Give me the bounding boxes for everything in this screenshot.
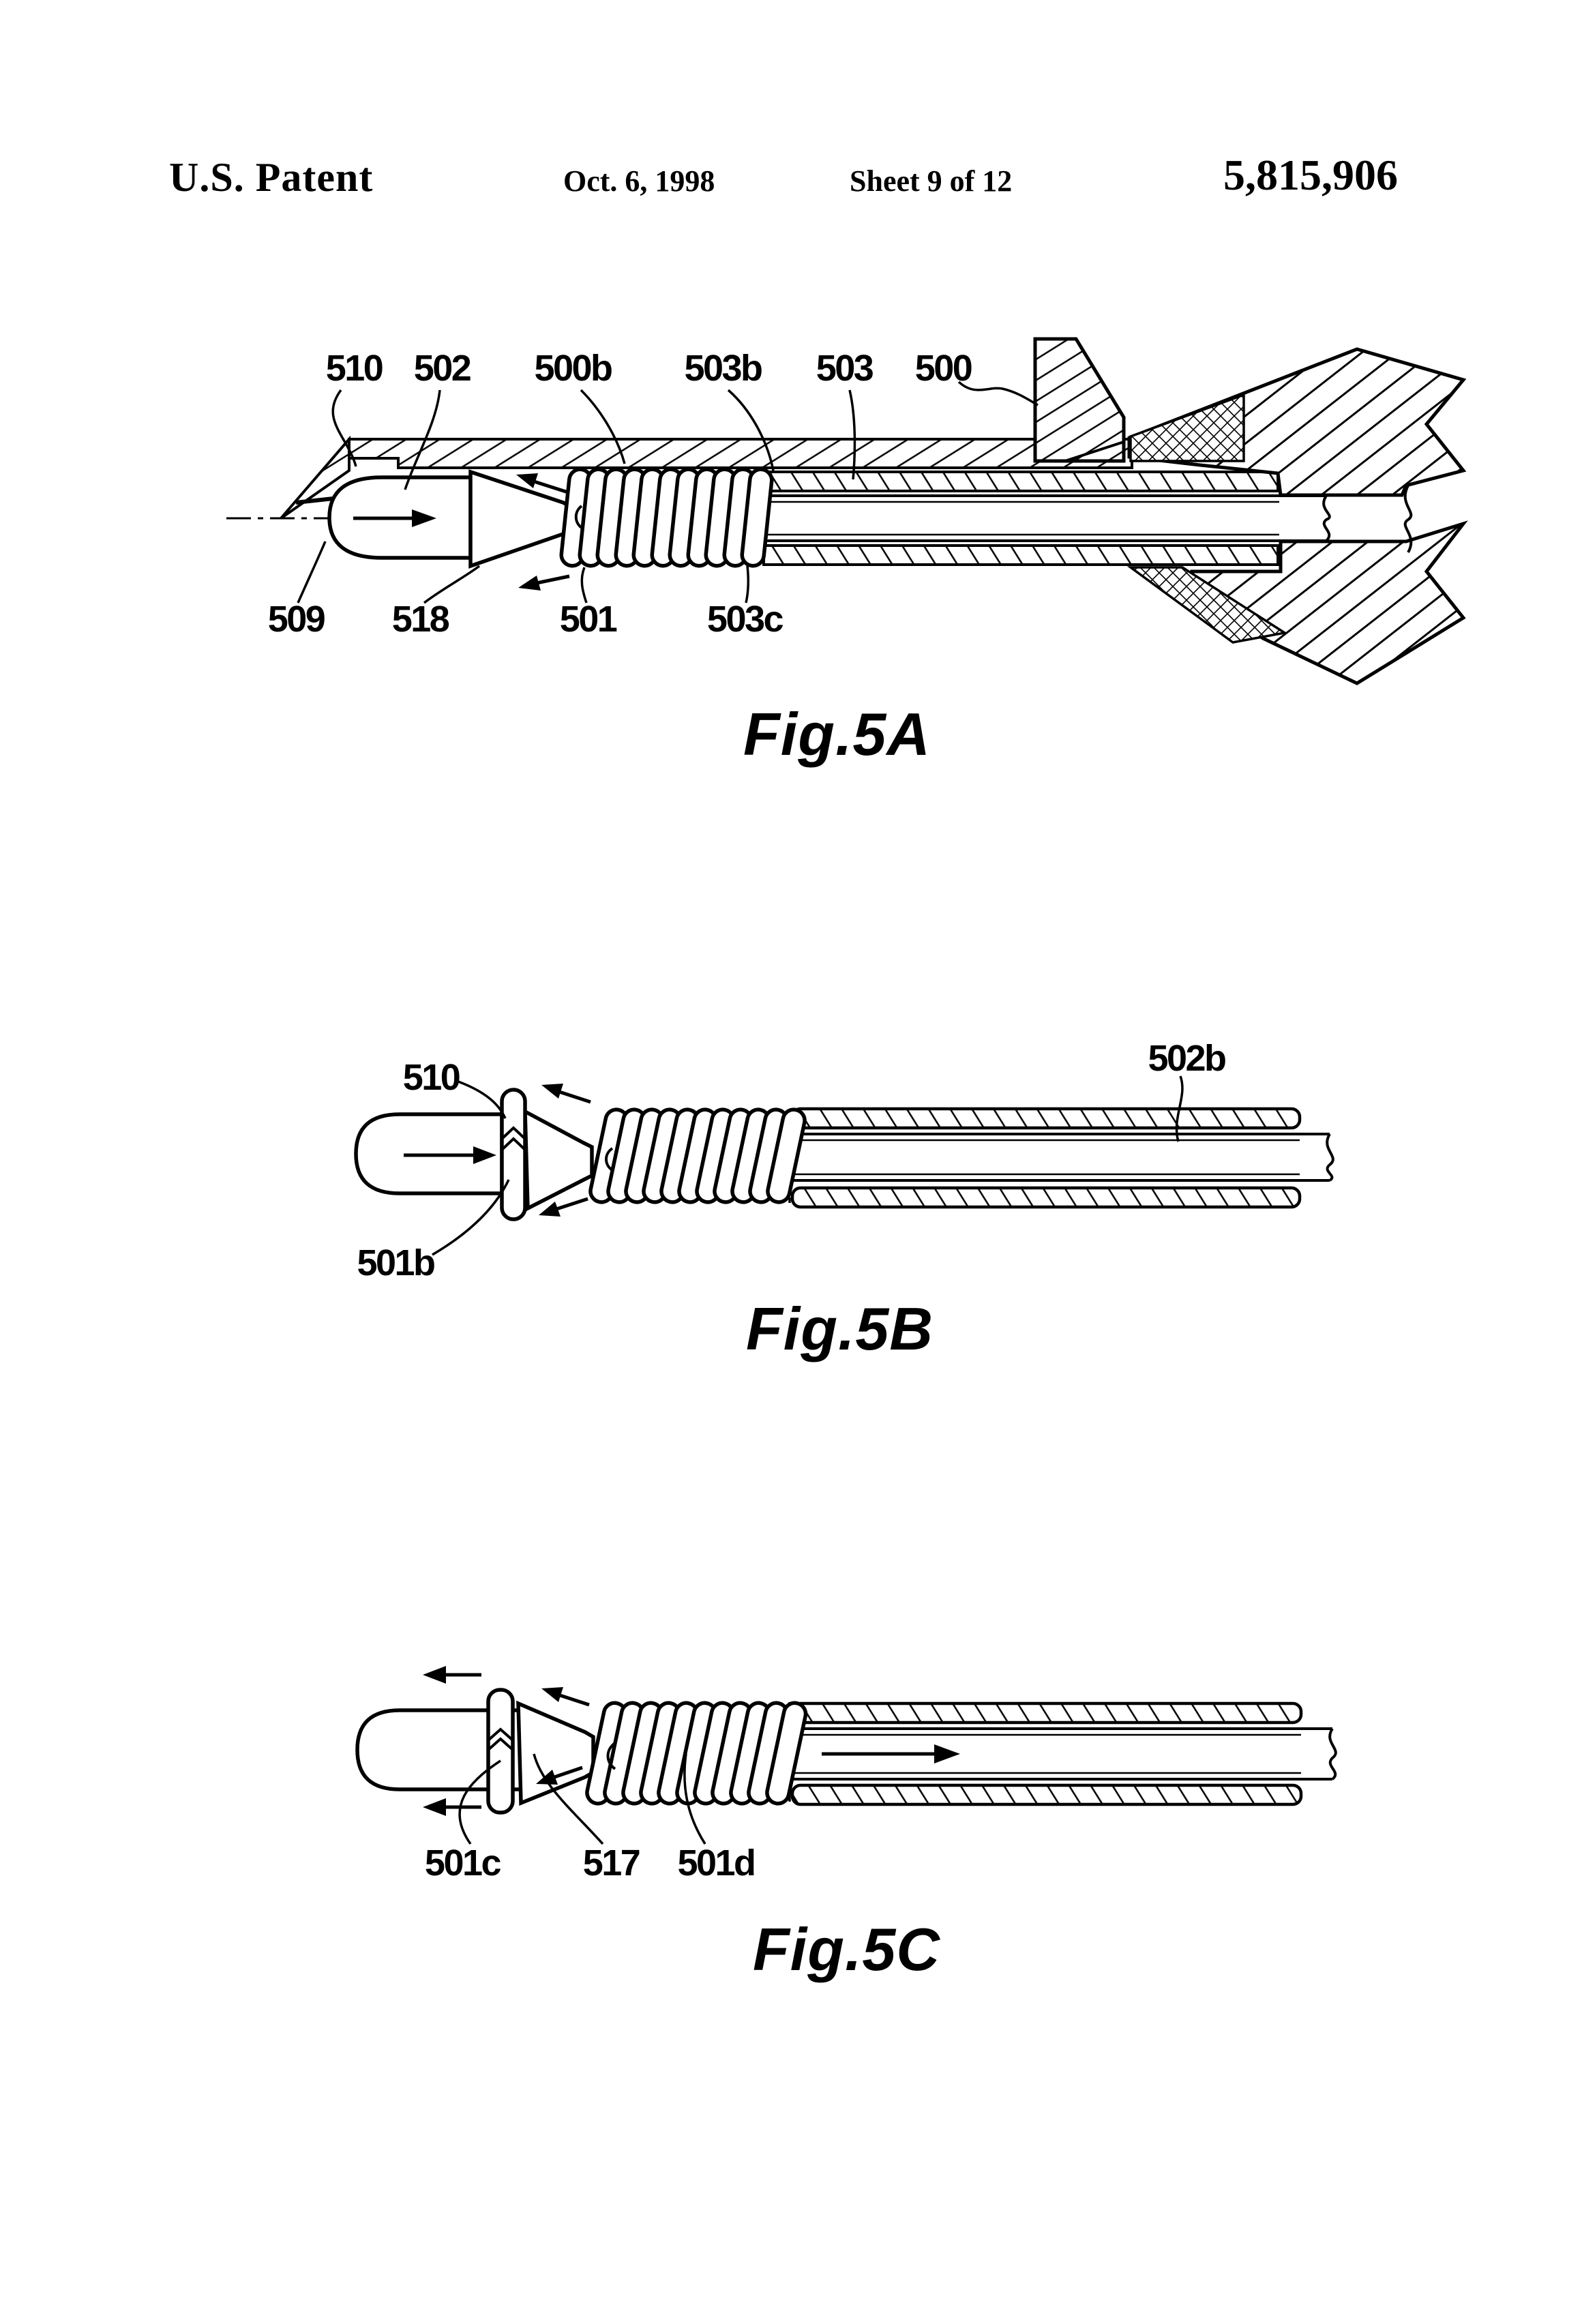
reference-labels-5b: 510 502b 501b	[357, 1038, 1227, 1283]
leader-lines-5c	[458, 1753, 706, 1845]
coil-wire-end	[574, 505, 583, 529]
leader-lines-5a	[297, 381, 1039, 604]
pin-510	[500, 1088, 527, 1221]
sheath-bevel-tip	[280, 435, 350, 520]
figure-5b-drawing: 510 502b 501b	[354, 1038, 1334, 1283]
leader-lines-5b	[432, 1075, 1184, 1256]
patent-header-date: Oct. 6, 1998	[563, 164, 715, 198]
figure-5c-drawing: 501c 517 501d	[355, 1666, 1337, 1883]
shaft-break-line	[1326, 1133, 1334, 1182]
capsule-body-501c	[355, 1708, 527, 1791]
figure-5b-caption: Fig.5B	[746, 1295, 934, 1362]
handle-bore-break-line	[1403, 485, 1413, 553]
tube-502	[790, 1107, 1302, 1209]
ref-label-517: 517	[583, 1843, 640, 1883]
funnel-lower-back-arrow	[536, 1766, 583, 1785]
funnel-upper-back-arrow	[541, 1687, 590, 1707]
funnel-lower-back-arrow	[518, 574, 570, 591]
patent-header-sheet: Sheet 9 of 12	[850, 164, 1013, 198]
coil-spring-501	[559, 467, 774, 568]
ref-label-501b: 501b	[357, 1242, 434, 1283]
figure-5a-drawing: 510 502 500b 503b 503 500 509 518 501 50…	[226, 337, 1468, 685]
coil-spring-501d	[585, 1701, 808, 1806]
ref-label-510: 510	[326, 348, 383, 389]
coil-wire-end	[605, 1147, 614, 1172]
ref-label-502b: 502b	[1148, 1038, 1225, 1079]
inner-shaft	[792, 1727, 1337, 1781]
patent-header-number: 5,815,906	[1223, 151, 1398, 199]
retract-arrow-bottom-left	[423, 1798, 481, 1816]
inner-shaft	[764, 485, 1413, 553]
ref-label-500: 500	[915, 348, 972, 389]
funnel-lower-back-arrow	[539, 1197, 588, 1217]
coil-wire-end	[606, 1742, 616, 1770]
ref-label-509: 509	[268, 599, 325, 640]
flow-arrows	[404, 1084, 591, 1217]
ref-label-501d: 501d	[677, 1843, 754, 1883]
figure-5a-caption: Fig.5A	[743, 700, 931, 768]
figure-5c-caption: Fig.5C	[753, 1916, 940, 1983]
reference-labels-5a: 510 502 500b 503b 503 500 509 518 501 50…	[268, 348, 974, 640]
funnel-cone	[523, 1108, 594, 1212]
ref-label-503: 503	[816, 348, 874, 389]
shaft-forward-arrow	[822, 1744, 960, 1763]
flow-arrows	[423, 1666, 960, 1816]
ref-label-503b: 503b	[684, 348, 762, 389]
tube-503	[762, 471, 1279, 566]
patent-header-title: U.S. Patent	[169, 155, 374, 200]
ref-label-501c: 501c	[425, 1843, 501, 1883]
funnel-upper-back-arrow	[541, 1084, 591, 1104]
retract-arrow-top-left	[423, 1666, 481, 1684]
capsule-forward-arrow	[404, 1146, 496, 1164]
shaft-break-line	[1322, 494, 1331, 542]
pin-body	[486, 1688, 515, 1815]
reference-labels-5c: 501c 517 501d	[425, 1843, 756, 1883]
ref-label-502: 502	[414, 348, 471, 389]
inner-shaft-502b	[792, 1133, 1334, 1182]
shaft-break-line	[1328, 1727, 1337, 1781]
ref-label-500b: 500b	[534, 348, 612, 389]
funnel-517	[516, 1700, 595, 1806]
ref-label-503c: 503c	[707, 599, 783, 640]
flow-arrows	[353, 473, 570, 591]
coil-spring	[588, 1107, 807, 1204]
funnel-upper-back-arrow	[516, 473, 569, 494]
funnel-518	[468, 469, 573, 569]
handle-body-500	[1033, 337, 1468, 685]
ref-label-518: 518	[392, 599, 449, 640]
ref-label-501: 501	[560, 599, 617, 640]
ref-label-510: 510	[403, 1057, 460, 1098]
capsule-forward-arrow	[353, 509, 436, 527]
